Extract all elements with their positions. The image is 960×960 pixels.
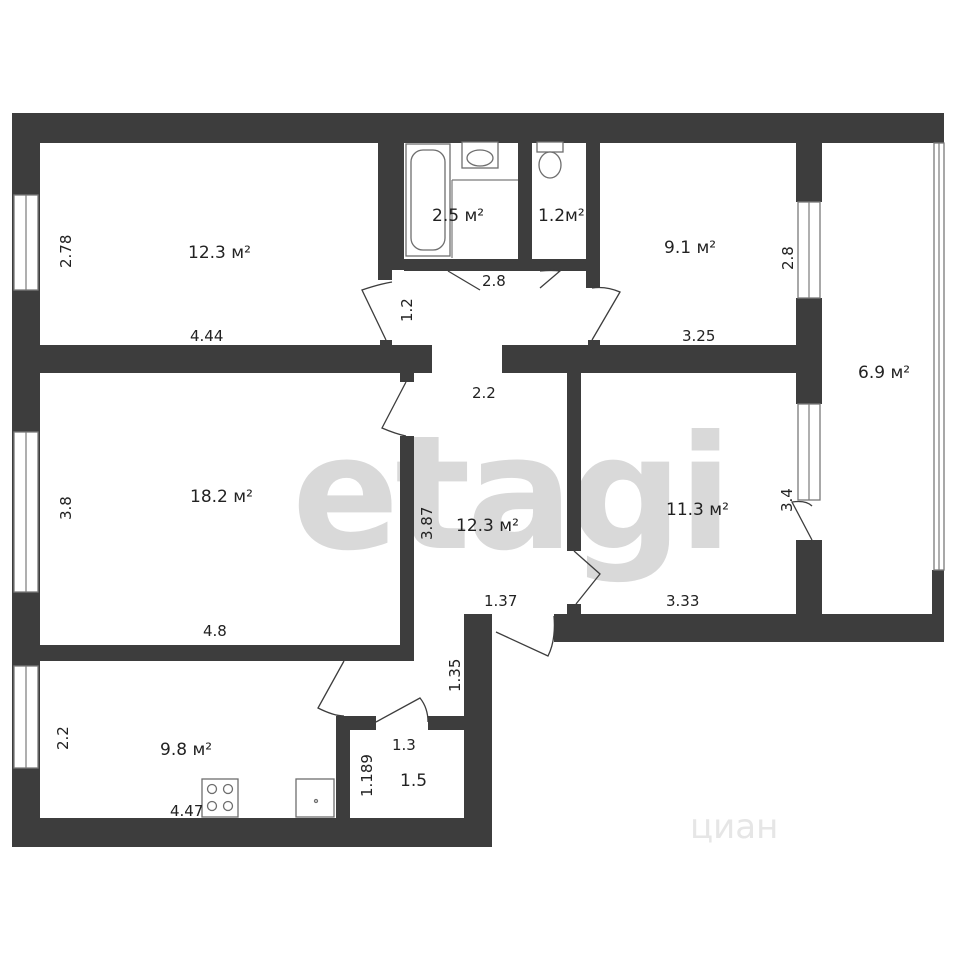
dim-closet-height: 1.189 (358, 754, 376, 797)
etagi-watermark: etagi (292, 402, 729, 586)
dim-corridor-height: 1.2 (398, 298, 416, 322)
room-area-loggia: 6.9 м² (858, 363, 910, 383)
room-area-kitchen: 9.8 м² (160, 740, 212, 760)
bathtub-icon (405, 143, 451, 257)
stove-icon (201, 778, 239, 818)
room-area-hallway: 12.3 м² (456, 516, 519, 536)
dim-living-width: 4.8 (203, 622, 227, 640)
sink-icon (451, 141, 518, 258)
room-areas: 12.3 м² 2.5 м² 1.2м² 9.1 м² 6.9 м² 18.2 … (160, 206, 910, 791)
dim-top-right-height: 2.8 (779, 246, 797, 270)
dim-top-right-width: 3.25 (682, 327, 715, 345)
windows (13, 142, 945, 769)
cian-watermark: циан (690, 807, 778, 847)
dim-hall-bottom-width: 1.37 (484, 592, 517, 610)
room-area-mid-right: 11.3 м² (666, 500, 729, 520)
dimension-labels: 2.78 4.44 1.2 2.8 2.8 3.25 2.2 3.8 4.8 3… (54, 235, 797, 820)
room-area-bathroom: 2.5 м² (432, 206, 484, 226)
room-area-toilet: 1.2м² (538, 206, 585, 226)
dim-hall-height: 3.87 (418, 507, 436, 540)
dim-mid-right-height: 3.4 (778, 488, 796, 512)
toilet-icon (536, 141, 564, 179)
room-area-living: 18.2 м² (190, 487, 253, 507)
room-area-closet: 1.5 (400, 771, 427, 791)
dim-closet-width: 1.3 (392, 736, 416, 754)
dim-hall-top-width: 2.2 (472, 384, 496, 402)
dim-top-left-height: 2.78 (57, 235, 75, 268)
dim-top-left-width: 4.44 (190, 327, 223, 345)
doors (317, 269, 813, 723)
dim-passage-height: 1.35 (446, 659, 464, 692)
dim-living-height: 3.8 (57, 496, 75, 520)
kitchen-sink-icon (295, 778, 335, 818)
room-area-top-left: 12.3 м² (188, 243, 251, 263)
dim-kitchen-height: 2.2 (54, 726, 72, 750)
dim-mid-right-width: 3.33 (666, 592, 699, 610)
dim-kitchen-width: 4.47 (170, 802, 203, 820)
dim-corridor-width: 2.8 (482, 272, 506, 290)
room-area-top-right: 9.1 м² (664, 238, 716, 258)
